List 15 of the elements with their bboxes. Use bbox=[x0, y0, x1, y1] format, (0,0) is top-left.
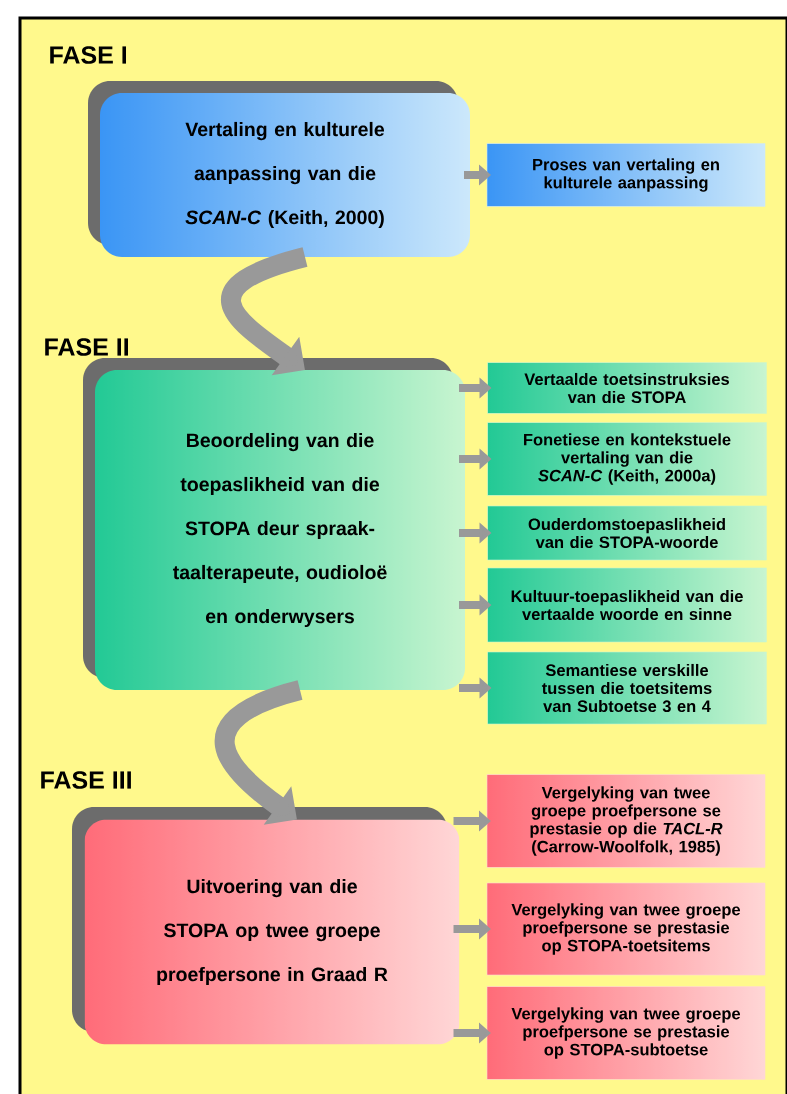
result-box: Kultuur-toepaslikheid van die vertaalde woorde en sinne bbox=[487, 567, 767, 643]
result-box: Vergelyking van twee groepe proefpersone se prestasie op die TACL-R (Carrow-Woolfolk, 1985) bbox=[486, 774, 766, 868]
result-box: Vergelyking van twee groepe proefpersone se prestasie op STOPA-toetsitems bbox=[486, 882, 766, 976]
result-box: Fonetiese en kontekstuele vertaling van die SCAN-C (Keith, 2000a) bbox=[487, 422, 767, 496]
result-box: Ouderdomstoepaslikheid van die STOPA-woorde bbox=[487, 505, 767, 561]
result-box: Vertaalde toetsinstruksies van die STOPA bbox=[487, 362, 767, 414]
process-box: Beoordeling van die toepaslikheid van die STOPA deur spraak-taalterapeute, oudioloë en onderwysers bbox=[83, 358, 465, 690]
result-box: Vergelyking van twee groepe proefpersone se prestasie op STOPA-subtoetse bbox=[486, 986, 766, 1080]
process-box: Uitvoering van die STOPA op twee groepe proefpersone in Graad R bbox=[72, 807, 460, 1045]
heading: FASE II bbox=[45, 338, 128, 356]
result-box: Proses van vertaling en kulturele aanpassing bbox=[486, 143, 766, 207]
heading: FASE I bbox=[50, 46, 127, 64]
heading: FASE III bbox=[41, 771, 131, 789]
result-box: Semantiese verskille tussen die toetsitems van Subtoetse 3 en 4 bbox=[487, 651, 767, 725]
process-box: Vertaling en kulturele aanpassing van die SCAN-C (Keith, 2000) bbox=[88, 81, 470, 257]
